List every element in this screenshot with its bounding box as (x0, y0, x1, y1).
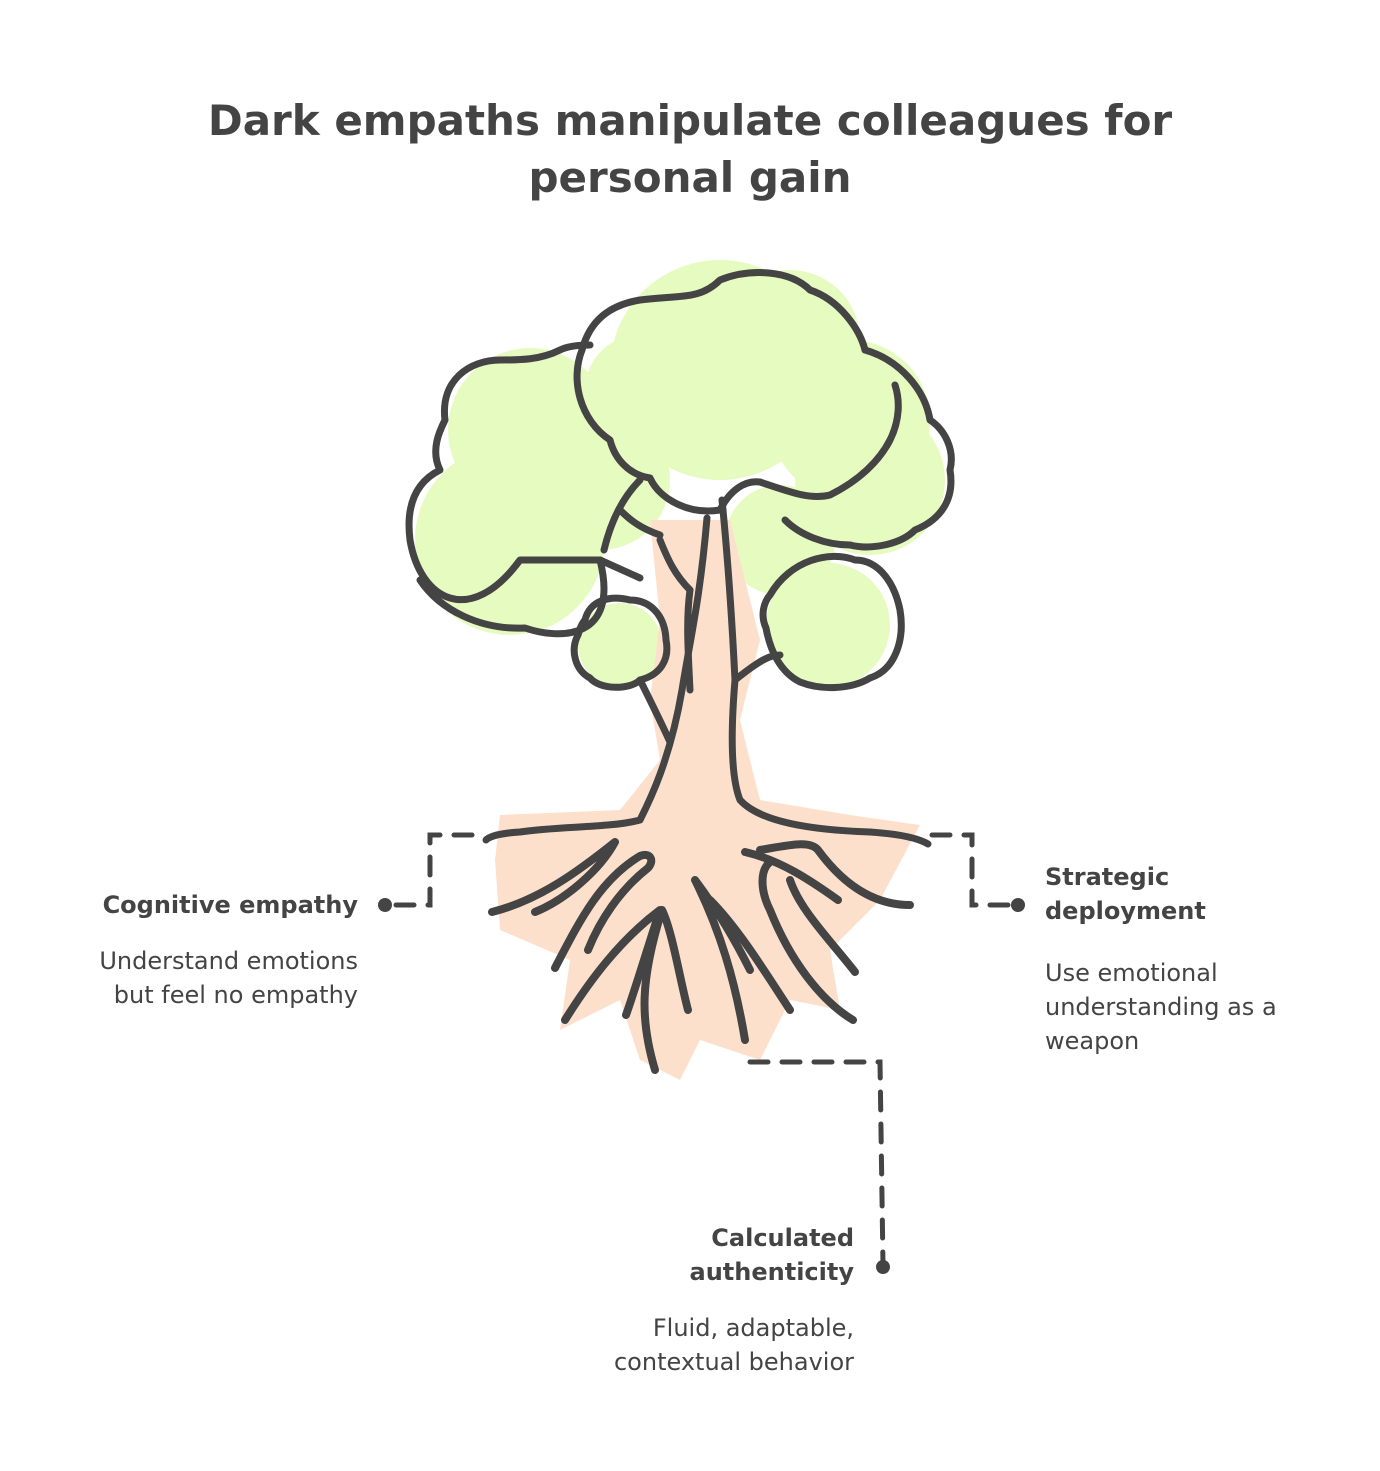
roots (488, 838, 914, 1074)
label-heading: Cognitive empathy (102, 891, 358, 919)
connector-dots (378, 898, 1025, 1274)
label-description: Use emotional understanding as a weapon (1045, 959, 1277, 1055)
connector-right (929, 832, 1018, 908)
label-heading: Calculated authenticity (689, 1224, 854, 1286)
connector-bottom (747, 1059, 886, 1268)
trunk-fill (495, 520, 920, 1080)
connector-dot-bottom (876, 1260, 890, 1274)
connector-left (387, 832, 475, 908)
connector-dot-left (378, 898, 392, 912)
label-description: Understand emotions but feel no empathy (99, 947, 358, 1009)
label-strategic-deployment: Strategic deployment Use emotional under… (1045, 860, 1365, 1058)
foliage-fill (415, 260, 945, 687)
page-title: Dark empaths manipulate colleagues for p… (207, 96, 1173, 202)
trunk-outline (482, 496, 932, 848)
label-cognitive-empathy: Cognitive empathy Understand emotions bu… (30, 888, 358, 1012)
label-description: Fluid, adaptable, contextual behavior (613, 1314, 854, 1376)
connector-dot-right (1011, 898, 1025, 912)
foliage-outline (405, 269, 955, 692)
label-heading: Strategic deployment (1045, 863, 1206, 925)
connectors (387, 832, 1018, 1268)
label-calculated-authenticity: Calculated authenticity Fluid, adaptable… (520, 1221, 854, 1379)
